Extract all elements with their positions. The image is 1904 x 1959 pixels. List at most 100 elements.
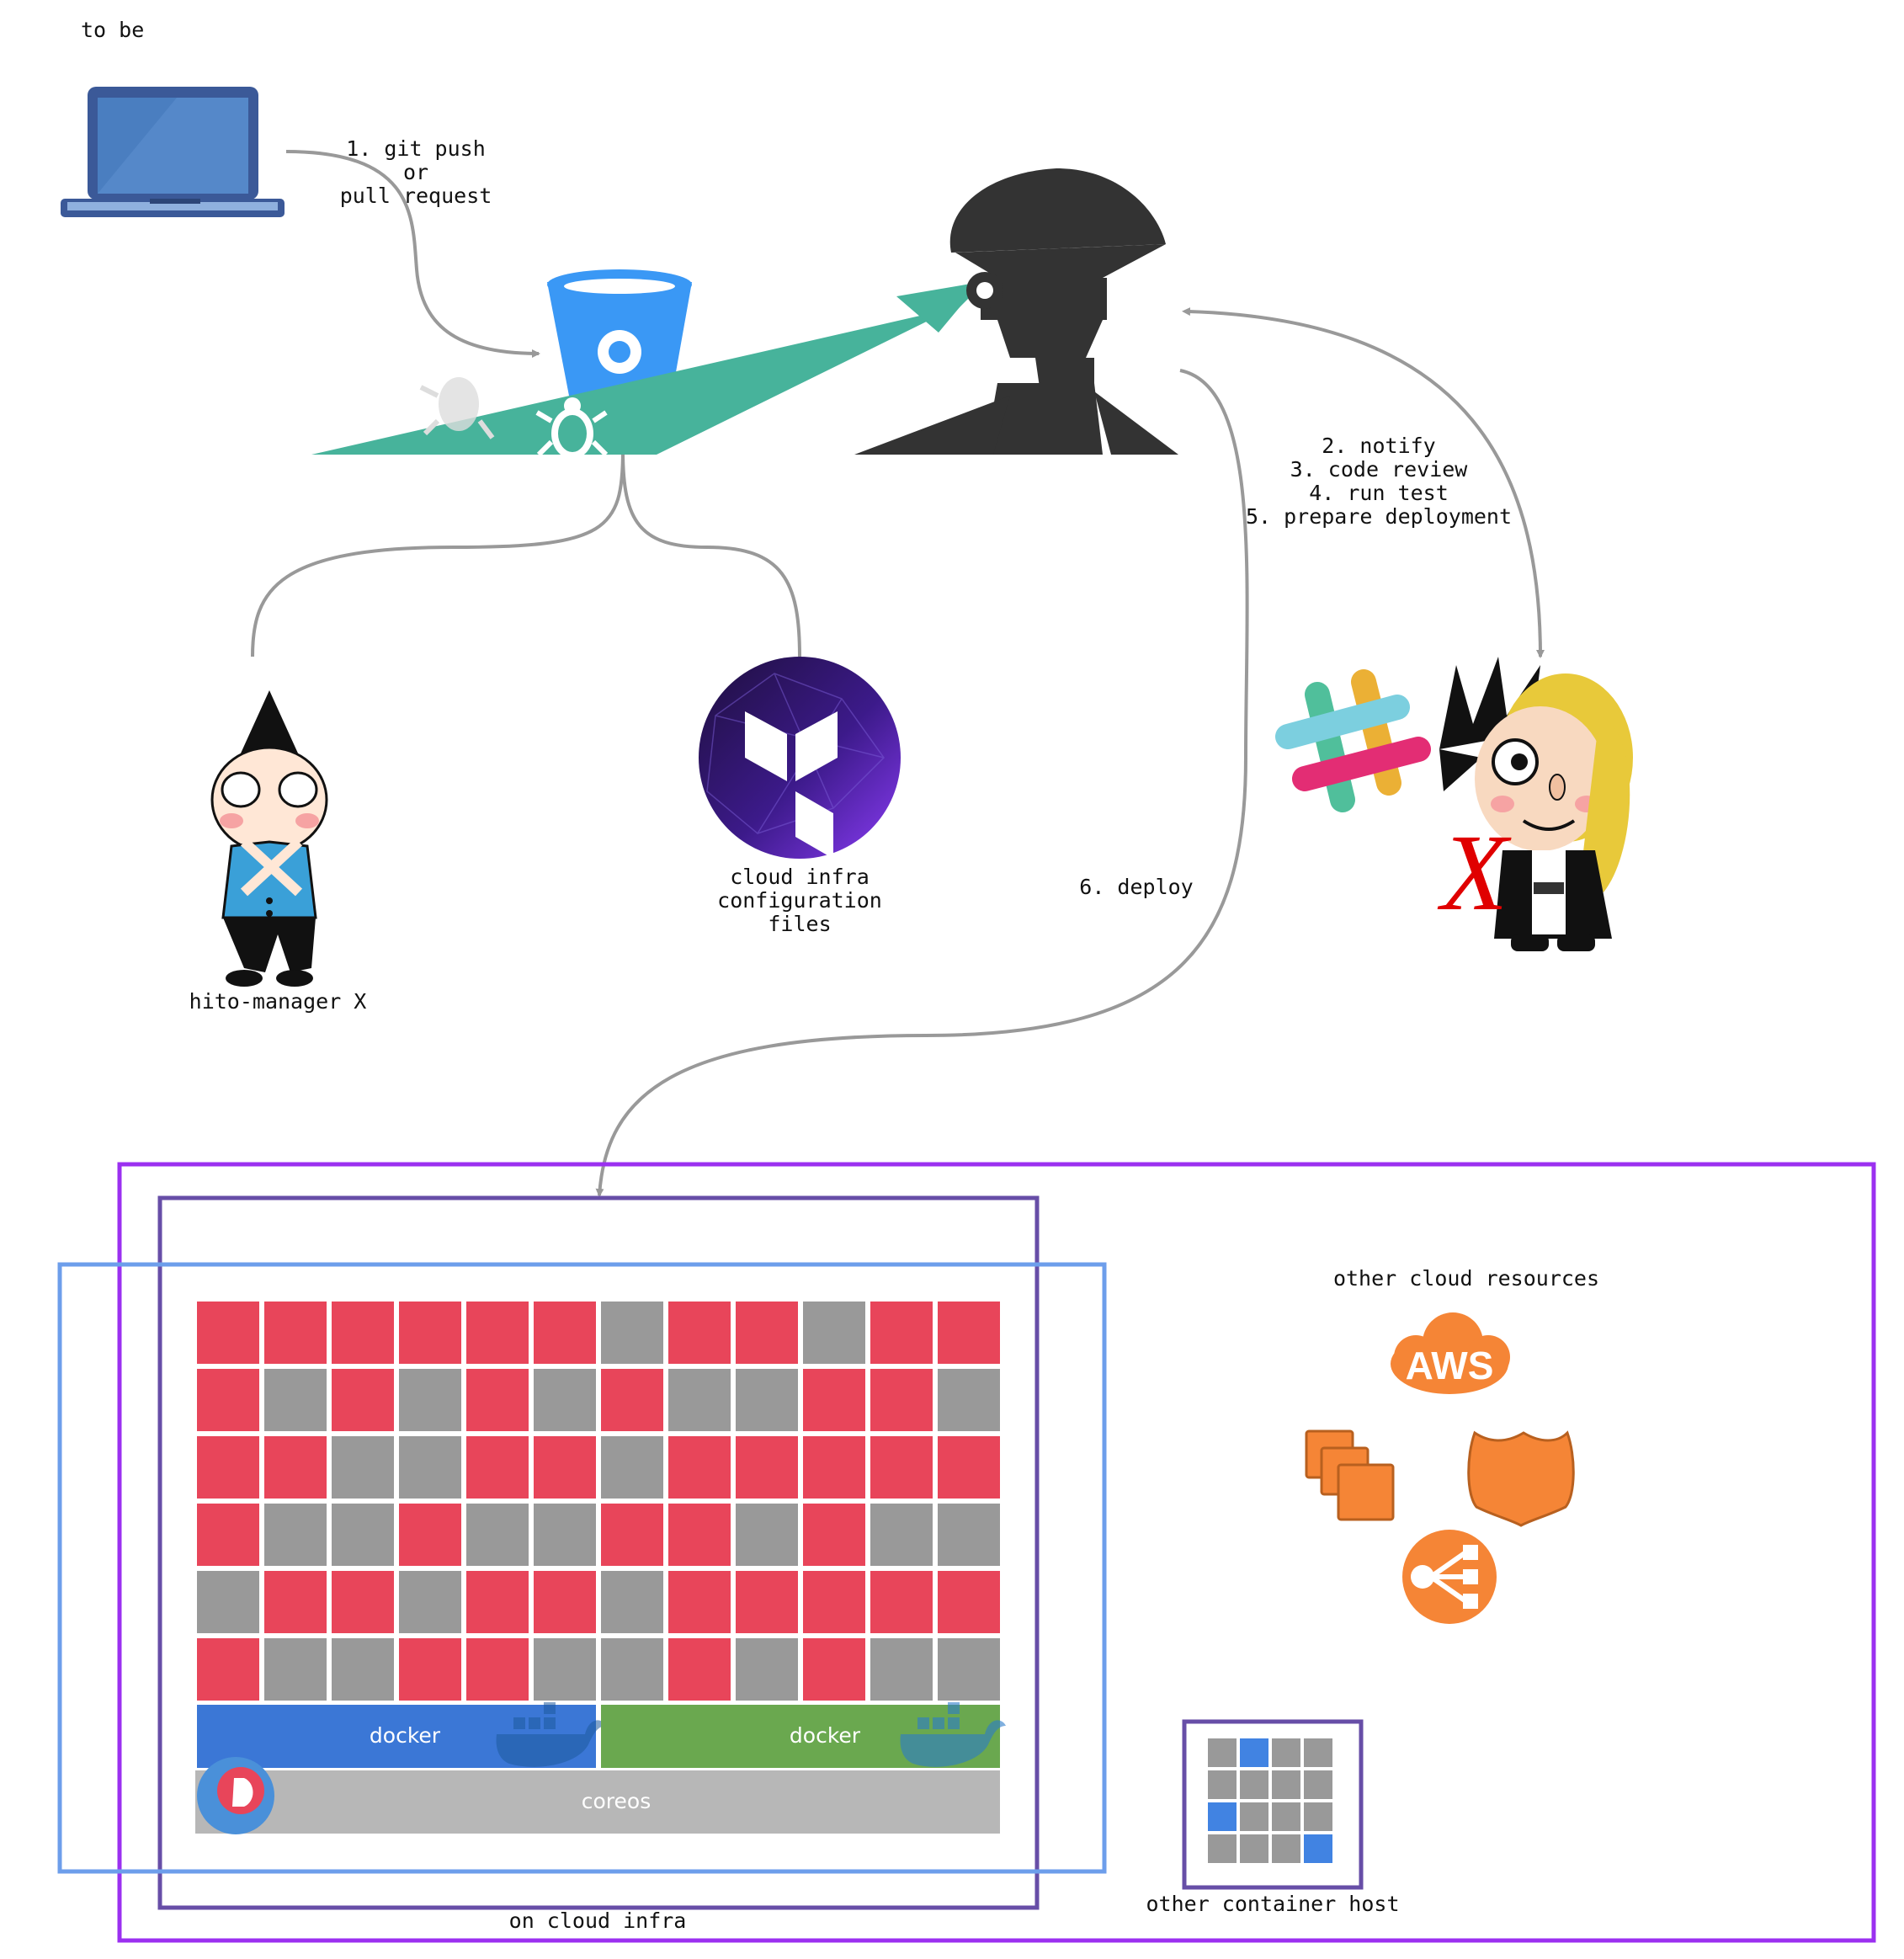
host-cell — [1304, 1834, 1332, 1863]
step1-line2: or — [403, 160, 428, 184]
container-cell — [601, 1571, 663, 1633]
container-cell — [601, 1302, 663, 1364]
container-cell — [803, 1436, 865, 1499]
container-cell — [534, 1504, 596, 1566]
step2-text: 2. notify — [1322, 434, 1435, 458]
container-cell — [534, 1571, 596, 1633]
yoshiki-character: X — [1437, 657, 1633, 951]
container-cell — [870, 1504, 933, 1566]
docker-label-right: docker — [790, 1723, 861, 1748]
on-cloud-label: on cloud infra — [509, 1908, 687, 1933]
host-cell — [1240, 1802, 1268, 1831]
container-cell — [601, 1504, 663, 1566]
container-cell — [803, 1504, 865, 1566]
step6-text: 6. deploy — [1079, 875, 1193, 899]
container-cell — [534, 1302, 596, 1364]
bitbucket-icon — [547, 269, 692, 405]
container-cell — [264, 1571, 327, 1633]
container-cell — [264, 1504, 327, 1566]
container-cell — [938, 1571, 1000, 1633]
container-cell — [803, 1638, 865, 1701]
container-cell — [938, 1638, 1000, 1701]
container-cell — [466, 1571, 529, 1633]
container-cell — [399, 1504, 461, 1566]
other-host-label: other container host — [1146, 1892, 1399, 1916]
aws-text: AWS — [1406, 1344, 1494, 1387]
container-cell — [870, 1369, 933, 1431]
container-cell — [803, 1571, 865, 1633]
other-host-grid — [1208, 1738, 1332, 1863]
container-cell — [870, 1571, 933, 1633]
coreos-label: coreos — [582, 1789, 651, 1813]
container-cell — [668, 1504, 731, 1566]
terraform-label-line2: configuration — [717, 888, 882, 913]
laptop-icon — [61, 87, 285, 217]
container-cell — [938, 1436, 1000, 1499]
docker-whale-icon — [900, 1702, 1006, 1767]
manager-label: hito-manager X — [189, 989, 367, 1014]
container-cell — [736, 1571, 798, 1633]
container-cell — [668, 1436, 731, 1499]
step4-text: 4. run test — [1309, 481, 1449, 505]
docker-whale-icon — [496, 1702, 606, 1767]
other-host-boundary — [1182, 1719, 1364, 1890]
host-cell — [1272, 1770, 1300, 1799]
container-cell — [197, 1571, 259, 1633]
step5-text: 5. prepare deployment — [1246, 504, 1512, 529]
terraform-label-line1: cloud infra — [730, 865, 870, 889]
container-cell — [938, 1369, 1000, 1431]
svg-text:X: X — [1437, 812, 1512, 934]
review-arrow — [1182, 307, 1545, 658]
container-cell — [736, 1638, 798, 1701]
container-cell — [668, 1302, 731, 1364]
aws-cloud-icon: AWS — [1391, 1312, 1510, 1394]
container-grid — [197, 1302, 1000, 1701]
container-cell — [601, 1436, 663, 1499]
bug-arrow-icon — [311, 282, 981, 455]
container-cell — [736, 1504, 798, 1566]
step1-line3: pull request — [340, 184, 492, 208]
container-cell — [399, 1571, 461, 1633]
container-cell — [736, 1436, 798, 1499]
container-cell — [601, 1638, 663, 1701]
host-cell — [1304, 1802, 1332, 1831]
bug-icon — [419, 377, 609, 459]
container-cell — [399, 1302, 461, 1364]
container-cell — [870, 1302, 933, 1364]
container-cell — [264, 1436, 327, 1499]
docker-label-left: docker — [370, 1723, 441, 1748]
container-cell — [466, 1436, 529, 1499]
iam-icon — [1467, 1430, 1575, 1527]
push-arrow — [285, 150, 540, 358]
cloud-infra-boundary — [117, 1162, 1876, 1943]
container-cell — [803, 1302, 865, 1364]
host-cell — [1304, 1738, 1332, 1767]
container-cell — [197, 1369, 259, 1431]
host-cell — [1208, 1738, 1237, 1767]
elb-icon — [1402, 1530, 1497, 1624]
container-cell — [332, 1571, 394, 1633]
container-cell — [399, 1369, 461, 1431]
container-cell — [264, 1638, 327, 1701]
container-cell — [736, 1302, 798, 1364]
terraform-label-line3: files — [768, 912, 831, 936]
concourse-icon — [854, 168, 1178, 455]
host-cell — [1240, 1834, 1268, 1863]
container-cell — [938, 1302, 1000, 1364]
container-cell — [466, 1369, 529, 1431]
container-cell — [332, 1436, 394, 1499]
host-cell — [1240, 1770, 1268, 1799]
host-cell — [1208, 1834, 1237, 1863]
step1-line1: 1. git push — [346, 136, 486, 161]
coreos-bar — [195, 1770, 1000, 1834]
container-cell — [668, 1571, 731, 1633]
container-cell — [736, 1369, 798, 1431]
container-cell — [332, 1302, 394, 1364]
host-cell — [1208, 1802, 1237, 1831]
container-cell — [264, 1302, 327, 1364]
host-cell — [1240, 1738, 1268, 1767]
container-cell — [668, 1638, 731, 1701]
terraform-icon — [699, 657, 901, 859]
container-cell — [197, 1302, 259, 1364]
container-cell — [601, 1369, 663, 1431]
